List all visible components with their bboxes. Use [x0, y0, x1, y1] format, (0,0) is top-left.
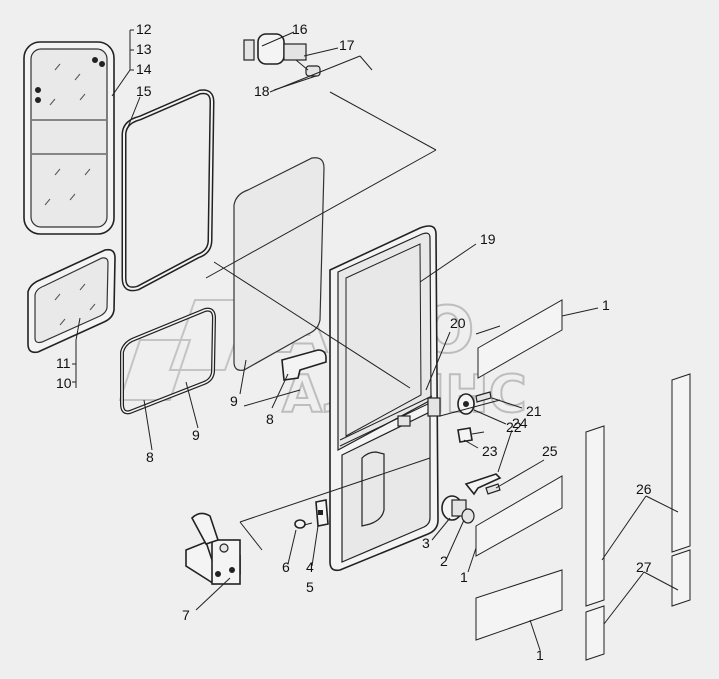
callout-15: 13: [136, 41, 152, 57]
callout-6: 6: [282, 559, 290, 575]
callout-10: 8: [146, 449, 154, 465]
callout-22: 20: [450, 315, 466, 331]
small-frame-10-11: [120, 307, 217, 415]
callout-14: 12: [136, 21, 152, 37]
callout-7: 7: [182, 607, 190, 623]
door-frame-21: [329, 225, 441, 572]
callout-11: 9: [192, 427, 200, 443]
callout-17: 15: [136, 83, 152, 99]
bracket-26-27: [464, 473, 502, 496]
decal-strips-1-28-29: [475, 299, 691, 661]
callout-19: 17: [339, 37, 355, 53]
callout-21: 19: [480, 231, 496, 247]
callout-24: 22: [506, 419, 522, 435]
callout-23: 21: [526, 403, 542, 419]
callout-18: 16: [292, 21, 308, 37]
bushing-2-3: [441, 495, 475, 524]
callout-25: 23: [482, 443, 498, 459]
window-assembly-14-16: [23, 41, 115, 235]
callout-28: 26: [636, 481, 652, 497]
small-window-12-13: [27, 248, 116, 354]
callout-labels: 12 13 14 15 16 17 18 19 1 20 21 22 23 24…: [56, 21, 652, 663]
callout-13: 11: [56, 355, 71, 371]
callout-5: 5: [306, 579, 314, 595]
callout-29: 27: [636, 559, 652, 575]
callout-1-top: 1: [602, 297, 610, 313]
callout-2: 2: [440, 553, 448, 569]
callout-1-bottom: 1: [536, 647, 544, 663]
assembly-lines: [205, 55, 501, 551]
callout-20: 18: [254, 83, 270, 99]
callout-8: 8: [266, 411, 274, 427]
callout-4: 4: [306, 559, 314, 575]
leader-lines: [72, 29, 679, 651]
callout-3: 3: [422, 535, 430, 551]
hardware-22-25: [457, 391, 492, 443]
callout-27: 25: [542, 443, 558, 459]
glass-pane-9: [233, 157, 325, 371]
latch-4-6: [294, 499, 329, 529]
callout-1-mid: 1: [460, 569, 468, 585]
lock-mechanism-7: [185, 512, 241, 585]
callout-26: 24: [512, 415, 528, 431]
handle-8: [281, 349, 327, 381]
callout-9: 9: [230, 393, 238, 409]
window-gasket-17: [121, 89, 215, 292]
callout-12: 10: [56, 375, 72, 391]
callout-16: 14: [136, 61, 152, 77]
